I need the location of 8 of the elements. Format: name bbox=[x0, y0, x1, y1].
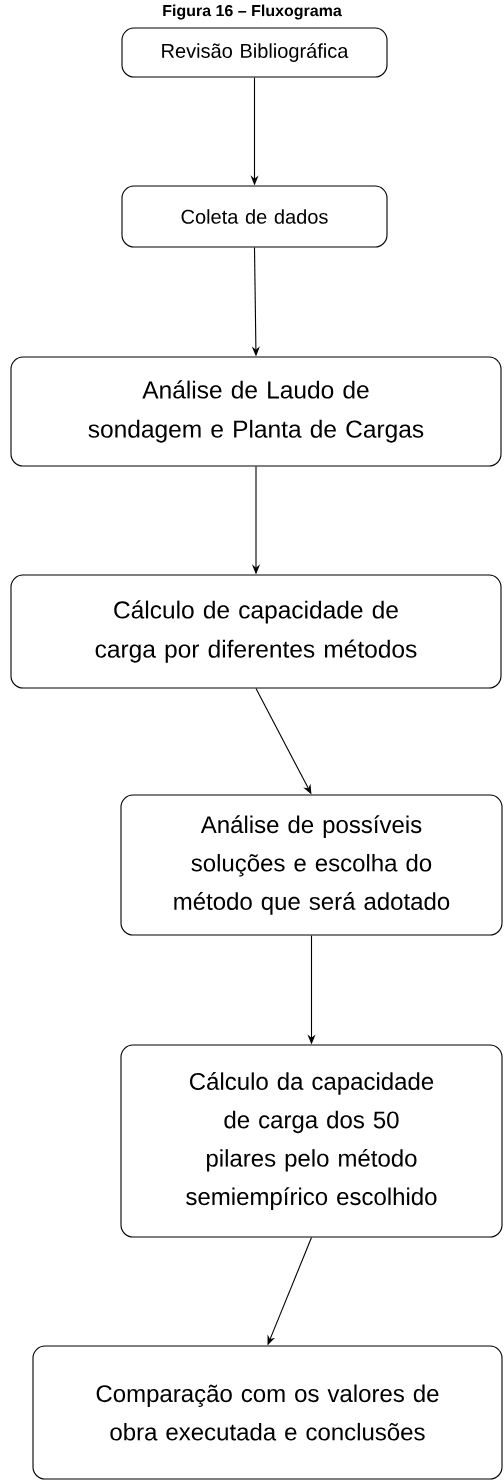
figure-title: Figura 16 – Fluxograma bbox=[163, 4, 342, 20]
process-box: Coleta de dados bbox=[121, 185, 388, 248]
process-box: Cálculo da capacidade de carga dos 50 pilares pelo método semiempírico escolhido bbox=[120, 1044, 503, 1238]
process-box: Cálculo de capacidade de carga por diferentes métodos bbox=[10, 574, 502, 689]
process-box: Análise de Laudo de sondagem e Planta de Cargas bbox=[10, 356, 502, 467]
process-box: Comparação com os valores de obra executada e conclusões bbox=[32, 1345, 503, 1480]
process-box: Revisão Bibliográfica bbox=[121, 27, 388, 78]
process-box: Análise de possíveis soluções e escolha do método que será adotado bbox=[120, 794, 503, 936]
